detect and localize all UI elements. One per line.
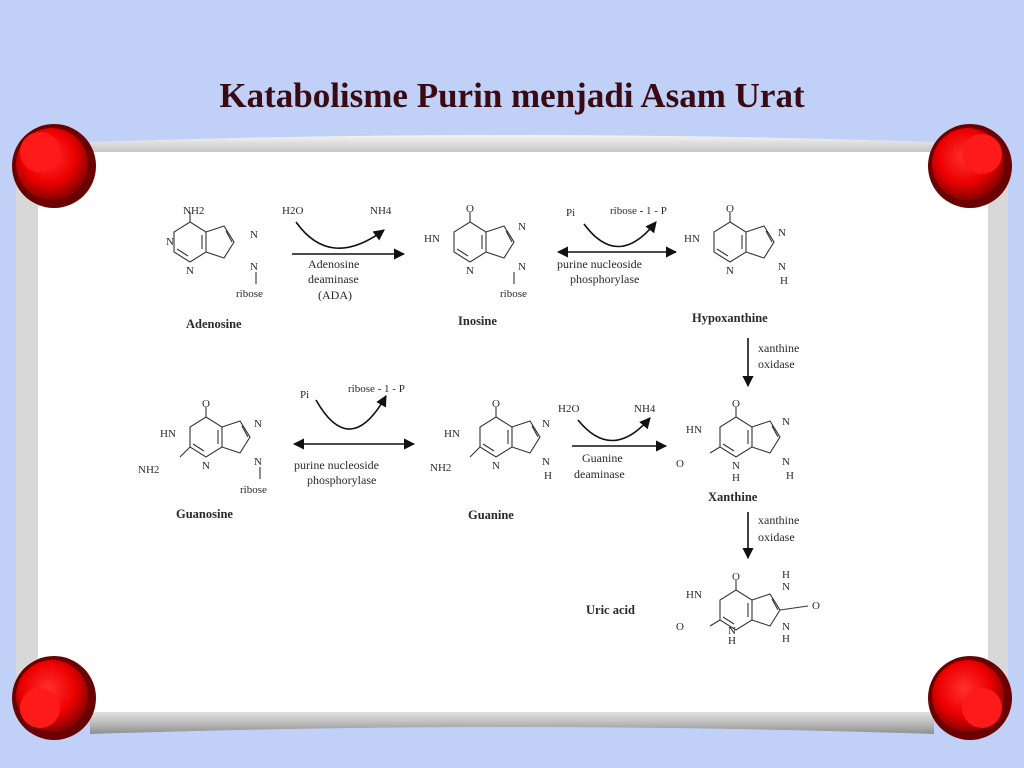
- atom-label: O: [466, 203, 474, 215]
- reagent-ribose-1-p: ribose - 1 - P: [610, 205, 667, 217]
- reagent-nh4: NH4: [370, 205, 392, 217]
- atom-label: ribose: [236, 288, 263, 300]
- reagent-ribose-1-p: ribose - 1 - P: [348, 383, 405, 395]
- atom-label: N: [492, 460, 500, 472]
- enzyme-label: deaminase: [574, 467, 625, 481]
- atom-label: N: [186, 265, 194, 277]
- atom-label: HN: [686, 589, 702, 601]
- xanthine-structure: O HN O N H N N H: [676, 398, 794, 484]
- enzyme-label: deaminase: [308, 272, 359, 286]
- atom-label: N: [726, 265, 734, 277]
- atom-label: N: [782, 581, 790, 593]
- atom-label: N: [254, 456, 262, 468]
- atom-label: N: [518, 221, 526, 233]
- enzyme-label: oxidase: [758, 530, 795, 544]
- compound-name-guanine: Guanine: [468, 508, 514, 522]
- corner-pin-icon: [12, 124, 96, 208]
- reagent-curve-arrow: [295, 221, 385, 249]
- hypoxanthine-structure: O HN N N N H: [684, 203, 788, 287]
- compound-name-hypoxanthine: Hypoxanthine: [692, 311, 768, 325]
- inosine-structure: O HN N N N ribose: [424, 203, 527, 300]
- enzyme-label: phosphorylase: [307, 473, 376, 487]
- reagent-curve-arrow: [315, 395, 387, 430]
- compound-name-adenosine: Adenosine: [186, 317, 242, 331]
- atom-label: ribose: [240, 484, 267, 496]
- reagent-curve-arrow: [583, 221, 657, 248]
- atom-label: O: [676, 458, 684, 470]
- reagent-h2o: H2O: [282, 205, 303, 217]
- atom-label: N: [778, 261, 786, 273]
- corner-pin-icon: [928, 124, 1012, 208]
- atom-label: HN: [424, 233, 440, 245]
- atom-label: O: [676, 621, 684, 633]
- atom-label: N: [250, 229, 258, 241]
- atom-label: O: [812, 600, 820, 612]
- atom-label: ribose: [500, 288, 527, 300]
- atom-label: HN: [684, 233, 700, 245]
- guanine-structure: O HN NH2 N N N H: [430, 398, 552, 482]
- atom-label: N: [782, 416, 790, 428]
- slide-title: Katabolisme Purin menjadi Asam Urat: [219, 76, 805, 115]
- atom-label: HN: [444, 428, 460, 440]
- corner-pin-icon: [928, 656, 1012, 740]
- atom-label: N: [542, 456, 550, 468]
- adenosine-structure: NH2 N N N N ribose: [166, 205, 263, 300]
- atom-label: H: [782, 633, 790, 645]
- compound-name-xanthine: Xanthine: [708, 490, 758, 504]
- atom-label: N: [466, 265, 474, 277]
- enzyme-label: Guanine: [582, 451, 623, 465]
- atom-label: N: [782, 621, 790, 633]
- enzyme-label: purine nucleoside: [557, 257, 642, 271]
- atom-label: NH2: [430, 462, 451, 474]
- atom-label: HN: [160, 428, 176, 440]
- atom-label: N: [728, 625, 736, 637]
- atom-label: H: [780, 275, 788, 287]
- reagent-pi: Pi: [300, 389, 309, 401]
- reagent-h2o: H2O: [558, 403, 579, 415]
- reagent-pi: Pi: [566, 207, 575, 219]
- atom-label: N: [250, 261, 258, 273]
- atom-label: N: [782, 456, 790, 468]
- corner-pin-icon: [12, 656, 96, 740]
- compound-name-uric-acid: Uric acid: [586, 603, 635, 617]
- enzyme-label: Adenosine: [308, 257, 359, 271]
- atom-label: H: [544, 470, 552, 482]
- atom-label: O: [202, 398, 210, 410]
- atom-label: H: [786, 470, 794, 482]
- enzyme-label: oxidase: [758, 357, 795, 371]
- atom-label: H: [732, 472, 740, 484]
- enzyme-label: xanthine: [758, 341, 799, 355]
- atom-label: N: [518, 261, 526, 273]
- uric-acid-structure: O HN O N H H N N H O: [676, 569, 820, 647]
- atom-label: N: [542, 418, 550, 430]
- atom-label: O: [732, 571, 740, 583]
- atom-label: N: [254, 418, 262, 430]
- atom-label: N: [166, 236, 174, 248]
- compound-name-inosine: Inosine: [458, 314, 497, 328]
- guanosine-structure: O HN NH2 N N N ribose: [138, 398, 267, 496]
- reagent-nh4: NH4: [634, 403, 656, 415]
- enzyme-label: phosphorylase: [570, 272, 639, 286]
- reagent-curve-arrow: [577, 417, 651, 442]
- atom-label: H: [782, 569, 790, 581]
- atom-label: NH2: [138, 464, 159, 476]
- atom-label: H: [728, 635, 736, 647]
- enzyme-label: purine nucleoside: [294, 458, 379, 472]
- diagram-panel: [38, 152, 988, 712]
- atom-label: O: [726, 203, 734, 215]
- atom-label: O: [492, 398, 500, 410]
- atom-label: HN: [686, 424, 702, 436]
- atom-label: NH2: [183, 205, 204, 217]
- atom-label: N: [202, 460, 210, 472]
- enzyme-label: (ADA): [318, 288, 352, 302]
- atom-label: N: [732, 460, 740, 472]
- enzyme-label: xanthine: [758, 513, 799, 527]
- atom-label: O: [732, 398, 740, 410]
- atom-label: N: [778, 227, 786, 239]
- compound-name-guanosine: Guanosine: [176, 507, 233, 521]
